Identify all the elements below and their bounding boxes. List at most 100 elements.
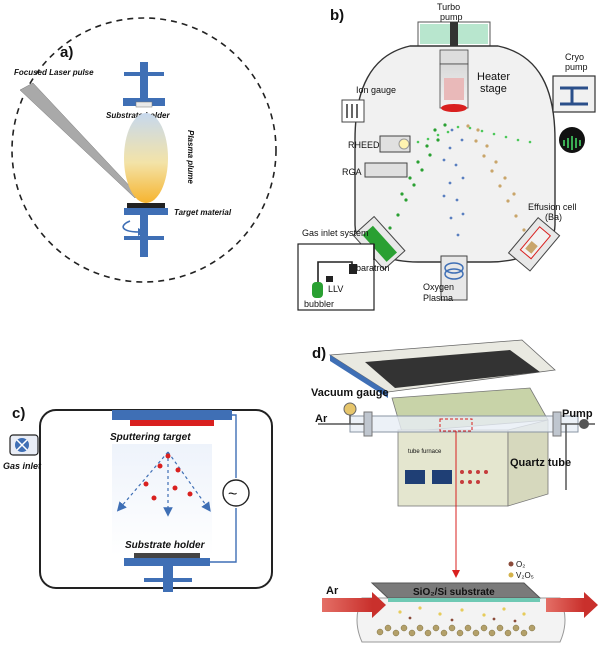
gas-inlet-box bbox=[297, 243, 375, 311]
vacuum-gauge-icon bbox=[343, 402, 357, 416]
substrate-holder-rod bbox=[140, 62, 148, 104]
panel-b: b) Turbo pump Cryo pump Heater stage Ion… bbox=[297, 2, 596, 311]
furnace-lid-edge bbox=[330, 355, 388, 398]
heater-coil bbox=[444, 78, 464, 100]
ar-top-label: Ar bbox=[315, 413, 328, 425]
cryo-pump bbox=[552, 75, 596, 113]
zoom-arrowhead bbox=[452, 570, 460, 578]
heater-label-1: Heater bbox=[477, 71, 510, 83]
rga-label: RGA bbox=[342, 167, 362, 177]
o2-label: O₂ bbox=[516, 560, 525, 569]
rotation-arrowhead-icon bbox=[138, 228, 146, 236]
panel-d: d) tube furnace Vacuum gauge Ar Pump Qua… bbox=[311, 339, 598, 643]
sputter-target bbox=[130, 420, 214, 426]
sputtering-target-label: Sputtering target bbox=[110, 432, 191, 443]
substrate-holder-plate bbox=[124, 558, 210, 566]
baratron-icon bbox=[349, 264, 357, 274]
bubbler-icon bbox=[312, 282, 323, 298]
sputter-target-holder bbox=[112, 410, 232, 420]
controller-display-1 bbox=[405, 470, 425, 484]
cryo-label-1: Cryo bbox=[565, 52, 584, 62]
panel-c-label: c) bbox=[12, 405, 25, 422]
target-material-label: Target material bbox=[174, 208, 232, 217]
turbo-label-1: Turbo bbox=[437, 2, 460, 12]
plasma-region bbox=[112, 444, 212, 556]
oxygen-plasma-coil bbox=[444, 262, 464, 274]
v2o5-vapor bbox=[398, 606, 526, 617]
target-material bbox=[127, 203, 165, 208]
heater-substrate-red bbox=[441, 104, 467, 112]
target-holder-flange bbox=[124, 236, 164, 240]
ar-flow-arrowhead-out bbox=[584, 592, 598, 618]
pump-valve-icon bbox=[579, 419, 589, 429]
effusion-label-1: Effusion cell bbox=[528, 202, 576, 212]
oxygen-plasma-coil-2 bbox=[444, 268, 464, 280]
plasma-plume bbox=[124, 113, 168, 203]
baratron-label: baratron bbox=[356, 263, 390, 273]
cryo-pump-head-icon bbox=[560, 86, 588, 106]
ac-source-label: ~ bbox=[228, 486, 237, 503]
o2-legend-dot bbox=[508, 561, 514, 567]
panel-a-label: a) bbox=[60, 44, 73, 61]
sputtered-particles bbox=[143, 453, 193, 501]
controller-display-2 bbox=[432, 470, 452, 484]
ion-gauge-label: Ion gauge bbox=[356, 85, 396, 95]
substrate-label: SiO₂/Si substrate bbox=[413, 587, 495, 598]
oxygen-label-2: Plasma bbox=[423, 293, 453, 303]
plasma-plume-label: Plasma plume bbox=[186, 130, 195, 184]
ar-flow-arrowhead-in bbox=[372, 592, 386, 618]
furnace-label: tube furnace bbox=[408, 449, 442, 455]
quartz-tube-label: Quartz tube bbox=[510, 457, 571, 469]
rheed-gun-lens bbox=[398, 138, 410, 150]
ar-bottom-label: Ar bbox=[326, 585, 339, 597]
ba-flux bbox=[466, 124, 526, 232]
target-holder-plate bbox=[124, 208, 168, 215]
effusion-cell bbox=[507, 216, 561, 272]
panel-d-label: d) bbox=[312, 345, 326, 362]
quartz-flange-right bbox=[552, 411, 562, 437]
substrate-plate bbox=[134, 553, 200, 558]
panel-c: c) Gas inlet Sputtering target Substrate… bbox=[3, 405, 273, 592]
heater-label-2: stage bbox=[480, 83, 507, 95]
furnace-lid-inner bbox=[365, 350, 540, 388]
pump-label: Pump bbox=[562, 408, 593, 420]
substrate-holder-flange bbox=[144, 578, 192, 582]
rf-wire bbox=[210, 414, 237, 563]
sio2-substrate-edge bbox=[388, 598, 540, 602]
llv-label: LLV bbox=[328, 284, 343, 294]
cryo-label-2: pump bbox=[565, 62, 588, 72]
turbo-pump-shaft bbox=[450, 22, 458, 46]
substrate-holder-flange-top bbox=[124, 72, 164, 76]
rheed-beam bbox=[416, 125, 532, 144]
o2-molecules bbox=[408, 616, 517, 623]
turbo-label-2: pump bbox=[440, 12, 463, 22]
gas-inlet-cross-icon bbox=[16, 439, 28, 451]
quartz-tube bbox=[349, 415, 579, 433]
quartz-flange-left bbox=[363, 411, 373, 437]
rheed-label: RHEED bbox=[348, 140, 380, 150]
rheed-pattern-icon bbox=[563, 136, 581, 150]
rotation-arrow-icon bbox=[122, 220, 141, 233]
pld-boundary-circle bbox=[11, 17, 277, 283]
laser-label: Focused Laser pulse bbox=[14, 68, 94, 77]
vacuum-gauge-label: Vacuum gauge bbox=[311, 387, 389, 399]
v2o5-label: V₂O₅ bbox=[516, 571, 534, 580]
sputter-arrow-left bbox=[116, 451, 169, 512]
panel-b-label: b) bbox=[330, 7, 344, 24]
furnace-body bbox=[397, 429, 509, 507]
rga bbox=[364, 162, 408, 178]
laser-beam bbox=[19, 82, 139, 199]
panel-a: a) Focused Laser pulse Substrate holder … bbox=[11, 17, 277, 283]
ar-flow-arrow-in bbox=[322, 598, 372, 612]
substrate-holder-label: Substrate holder bbox=[125, 540, 206, 551]
substrate-holder-label: Substrate holder bbox=[106, 111, 170, 120]
bubbler-label: bubbler bbox=[304, 299, 334, 309]
v2o5-legend-dot bbox=[508, 572, 514, 578]
oxygen-label-1: Oxygen bbox=[423, 282, 454, 292]
green-flux bbox=[388, 123, 447, 230]
v2o5-powder bbox=[376, 624, 536, 637]
controller-buttons bbox=[460, 470, 488, 484]
blue-flux bbox=[442, 128, 465, 237]
heater-manipulator bbox=[439, 49, 469, 65]
